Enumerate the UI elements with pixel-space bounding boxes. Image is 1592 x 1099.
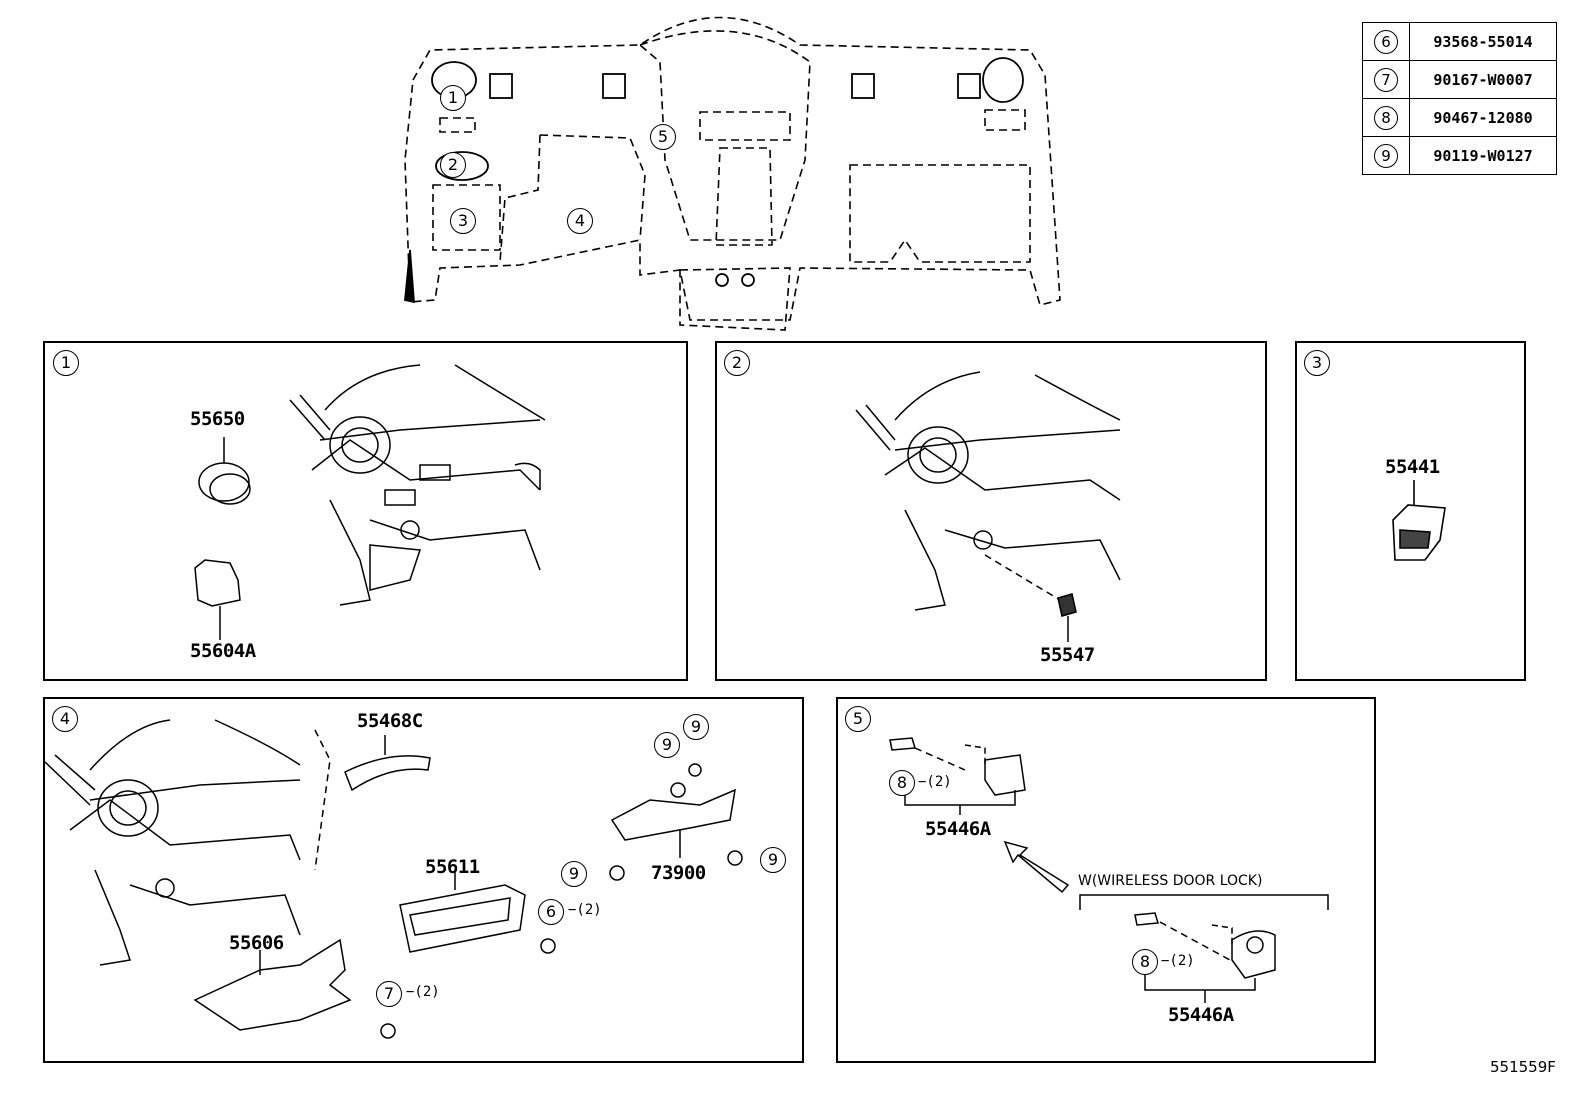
quantity-label: −(2) — [406, 984, 440, 1000]
detail-panel-2 — [715, 341, 1267, 681]
callout-8: 8 — [1374, 105, 1398, 130]
callout-4: 4 — [567, 208, 593, 234]
condition-label: W(WIRELESS DOOR LOCK) — [1078, 873, 1263, 889]
ref-part-number: 93568-55014 — [1409, 22, 1557, 61]
fastener-reference-table: 6 93568-55014 7 90167-W0007 8 90467-1208… — [1362, 22, 1557, 175]
ref-part-number: 90119-W0127 — [1409, 136, 1557, 175]
fastener-callout-6: 6 — [538, 899, 564, 925]
part-number: 55650 — [190, 408, 245, 430]
fastener-callout-8: 8 — [1132, 949, 1158, 975]
fastener-callout-9: 9 — [561, 861, 587, 887]
panel-5-callout: 5 — [845, 706, 871, 732]
part-number: 55468C — [357, 710, 423, 732]
callout-1: 1 — [440, 85, 466, 111]
part-number: 55547 — [1040, 644, 1095, 666]
fastener-callout-7: 7 — [376, 981, 402, 1007]
callout-7: 7 — [1374, 67, 1398, 92]
detail-panel-3 — [1295, 341, 1526, 681]
figure-id: 551559F — [1490, 1058, 1556, 1076]
panel-1-callout: 1 — [53, 350, 79, 376]
quantity-label: −(2) — [1161, 953, 1195, 969]
ref-row: 9 90119-W0127 — [1362, 136, 1557, 175]
quantity-label: −(2) — [918, 774, 952, 790]
fastener-callout-9: 9 — [654, 732, 680, 758]
part-number: 55606 — [229, 932, 284, 954]
fastener-callout-8: 8 — [889, 770, 915, 796]
part-number: 55604A — [190, 640, 256, 662]
quantity-label: −(2) — [568, 902, 602, 918]
detail-panel-5 — [836, 697, 1376, 1063]
part-number: 55441 — [1385, 456, 1440, 478]
ref-row: 8 90467-12080 — [1362, 98, 1557, 137]
detail-panel-4 — [43, 697, 804, 1063]
ref-row: 7 90167-W0007 — [1362, 60, 1557, 99]
callout-9: 9 — [1374, 143, 1398, 168]
part-number: 55446A — [925, 818, 991, 840]
detail-panel-1 — [43, 341, 688, 681]
panel-4-callout: 4 — [52, 706, 78, 732]
ref-row: 6 93568-55014 — [1362, 22, 1557, 61]
callout-3: 3 — [450, 208, 476, 234]
panel-3-callout: 3 — [1304, 350, 1330, 376]
callout-6: 6 — [1374, 29, 1398, 54]
ref-part-number: 90167-W0007 — [1409, 60, 1557, 99]
part-number: 55611 — [425, 856, 480, 878]
callout-5: 5 — [650, 124, 676, 150]
part-number: 73900 — [651, 862, 706, 884]
part-number: 55446A — [1168, 1004, 1234, 1026]
panel-2-callout: 2 — [724, 350, 750, 376]
ref-part-number: 90467-12080 — [1409, 98, 1557, 137]
fastener-callout-9: 9 — [760, 847, 786, 873]
fastener-callout-9: 9 — [683, 714, 709, 740]
callout-2: 2 — [440, 152, 466, 178]
